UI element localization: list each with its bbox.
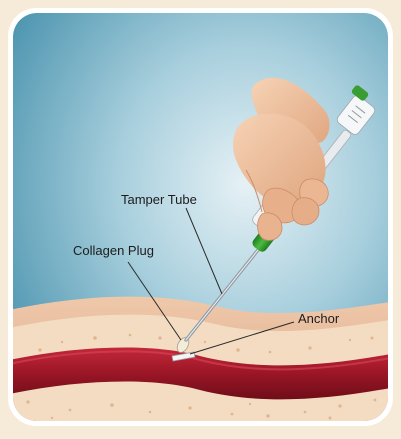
label-tamper-tube: Tamper Tube: [121, 192, 197, 207]
label-anchor: Anchor: [298, 311, 340, 326]
label-collagen-plug: Collagen Plug: [73, 243, 154, 258]
